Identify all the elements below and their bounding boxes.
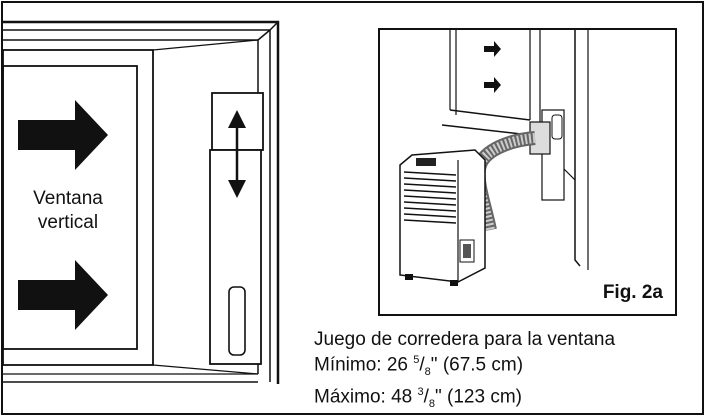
caption-title: Juego de corredera para la ventana xyxy=(314,329,616,350)
airflow-arrow-bottom xyxy=(18,260,108,330)
figure-label: Fig. 2a xyxy=(600,282,665,304)
caption-minimum: Mínimo: 26 5/8" (67.5 cm) xyxy=(314,354,524,379)
window-label-line2: vertical xyxy=(37,212,99,233)
figure-2a-box: Fig. 2a xyxy=(378,28,677,316)
window-label-line1: Ventana xyxy=(33,188,103,209)
air-conditioner-illustration xyxy=(399,30,589,286)
caption-maximum: Máximo: 48 3/8" (123 cm) xyxy=(314,386,522,411)
caption: Juego de corredera para la ventana Mínim… xyxy=(314,330,615,414)
airflow-arrow-top xyxy=(18,100,108,170)
